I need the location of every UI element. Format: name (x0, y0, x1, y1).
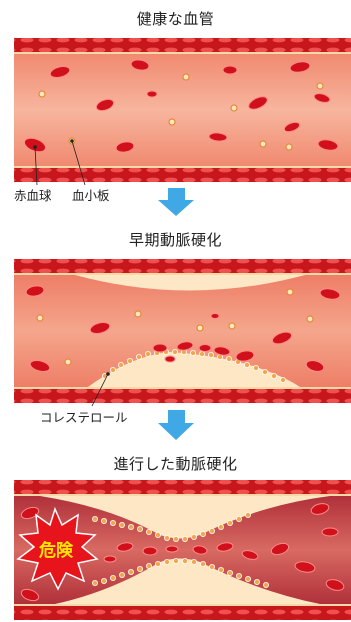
stage1-title: 健康な血管 (0, 10, 351, 28)
platelet (286, 144, 292, 150)
danger-label: 危険 (32, 541, 80, 561)
platelet (183, 74, 189, 80)
platelet (317, 83, 323, 89)
platelet (169, 119, 175, 125)
early-arteriosclerosis-vessel (0, 256, 351, 406)
platelet (260, 141, 266, 147)
stage3-title: 進行した動脈硬化 (0, 455, 351, 473)
healthy-vessel (0, 35, 351, 185)
down-arrow-icon (0, 410, 351, 442)
down-arrow-icon (0, 188, 351, 218)
red-blood-cell (147, 91, 157, 97)
stage2-title: 早期動脈硬化 (0, 231, 351, 249)
platelet (39, 91, 45, 97)
platelet (231, 105, 237, 111)
red-blood-cell (223, 66, 237, 74)
